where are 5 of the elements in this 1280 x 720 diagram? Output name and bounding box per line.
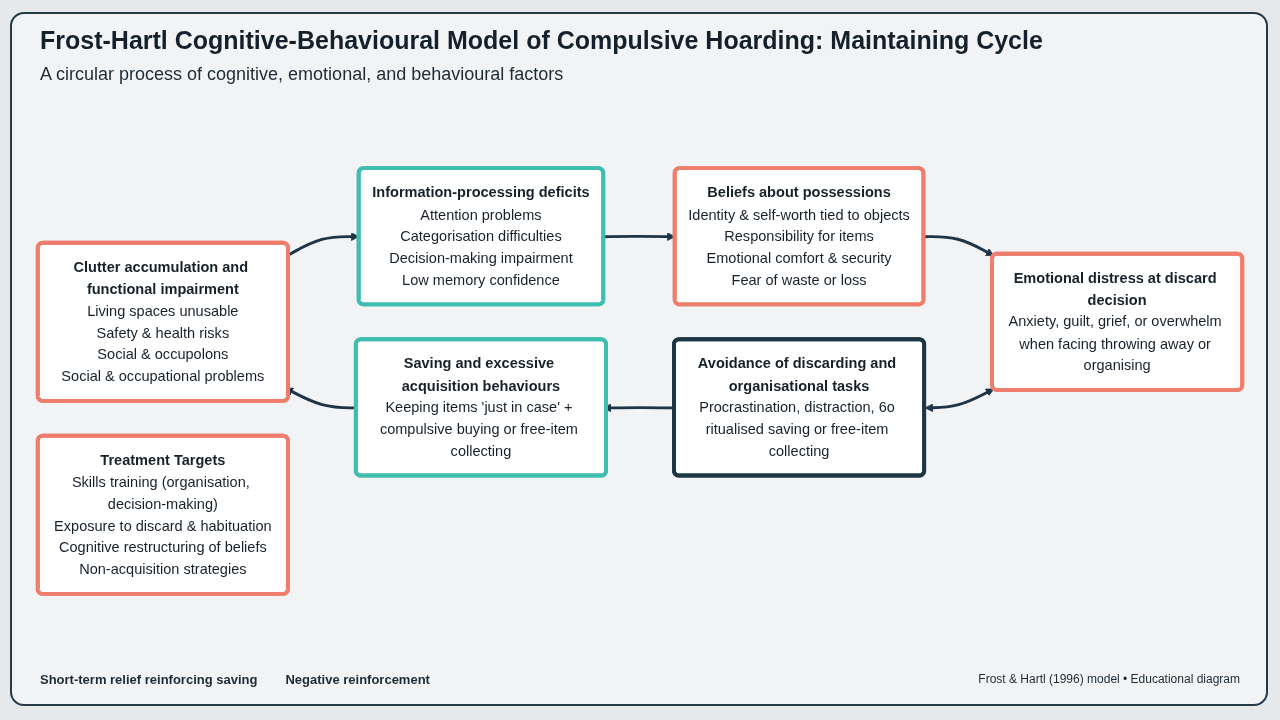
caption: Frost & Hartl (1996) model • Educational diagram xyxy=(978,672,1240,686)
annotation-note: Short-term relief reinforcing saving xyxy=(40,672,258,687)
subtitle: A circular process of cognitive, emotional, and behavioural factors xyxy=(40,64,564,85)
annotation-note: Negative reinforcement xyxy=(285,672,430,687)
diagram-title: Frost-Hartl Cognitive-Behavioural Model of Compulsive Hoarding: Maintaining Cycle xyxy=(40,26,1043,55)
